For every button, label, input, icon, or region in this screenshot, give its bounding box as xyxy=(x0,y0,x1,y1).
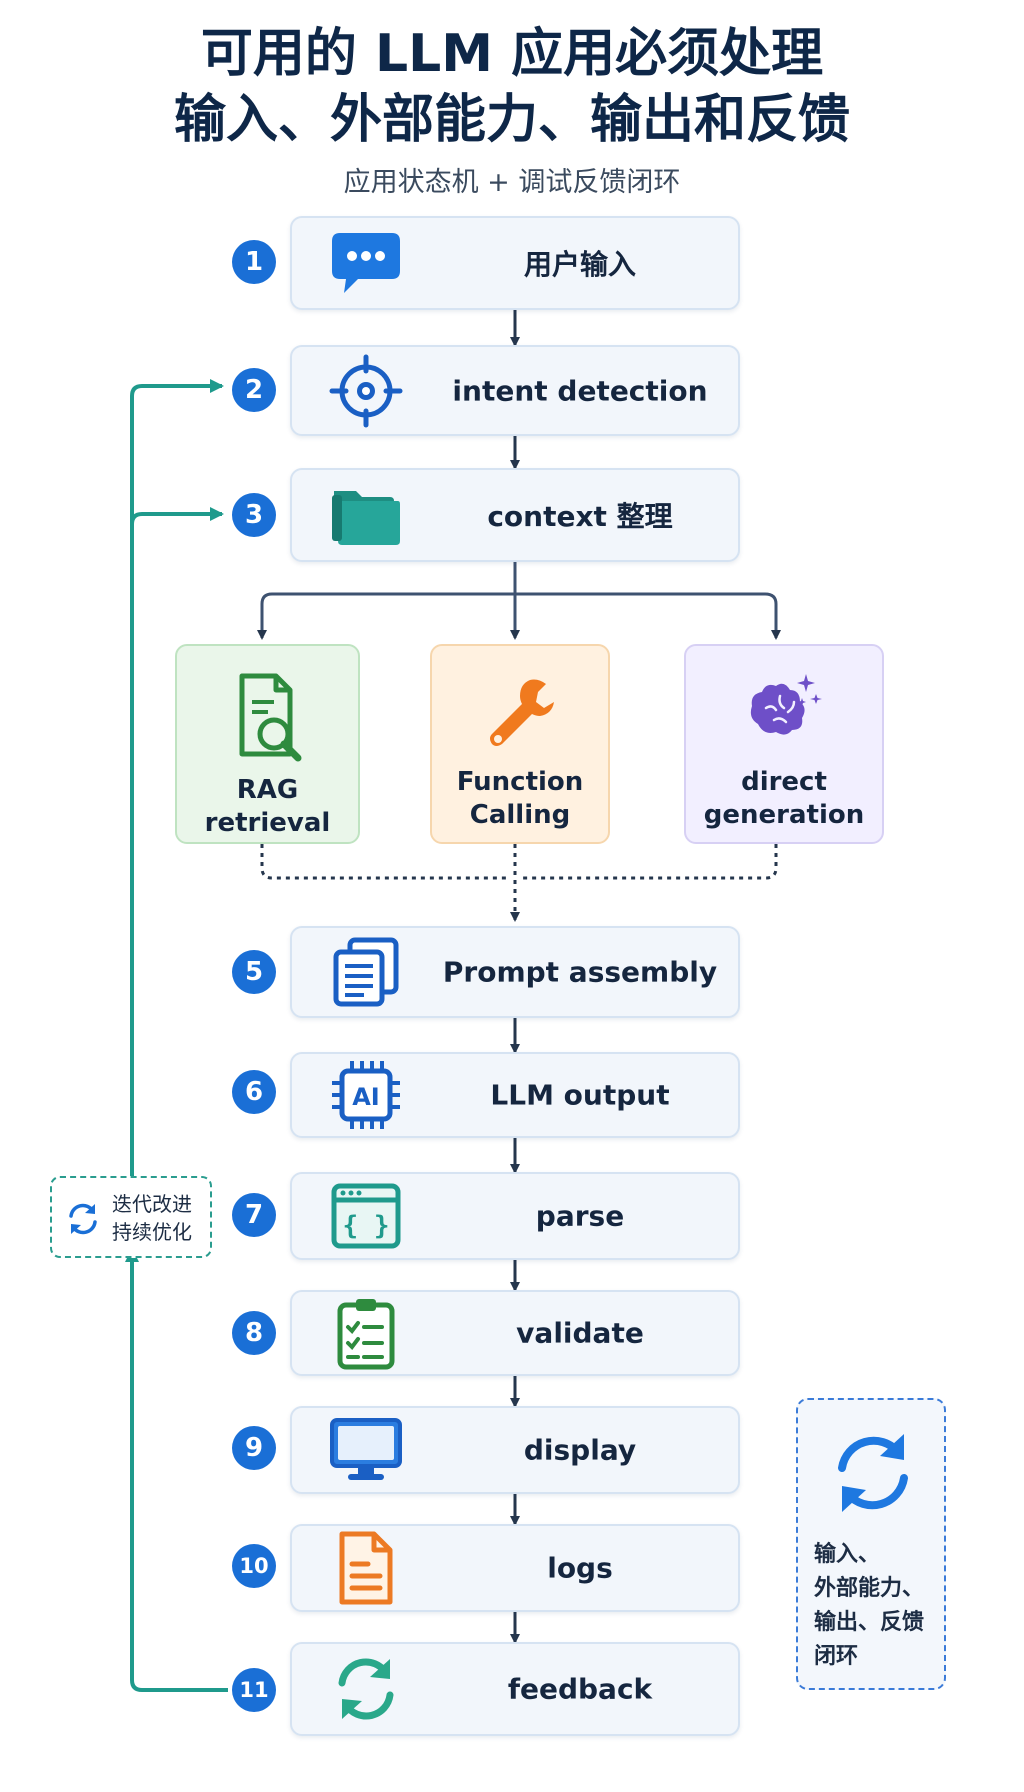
svg-text:AI: AI xyxy=(352,1083,380,1111)
diagram-title-line2: 输入、外部能力、输出和反馈 xyxy=(173,90,850,150)
step-number-7: 7 xyxy=(232,1193,276,1237)
step-number-11: 11 xyxy=(232,1668,276,1712)
branch-merge-lines xyxy=(260,844,778,922)
step-feedback: feedback xyxy=(290,1642,740,1736)
documents-icon xyxy=(328,934,404,1010)
step-context-organize: context 整理 xyxy=(290,468,740,562)
branch-direct-generation: direct generation xyxy=(684,644,884,844)
step-number-5: 5 xyxy=(232,950,276,994)
wrench-icon xyxy=(480,668,560,768)
branch-label: RAG retrieval xyxy=(204,775,331,838)
brain-sparkle-icon xyxy=(744,668,824,768)
code-window-icon: { } xyxy=(328,1178,404,1254)
branch-function-calling: Function Calling xyxy=(430,644,610,844)
ai-chip-icon: AI xyxy=(328,1057,404,1133)
diagram-subtitle: 应用状态机 + 调试反馈闭环 xyxy=(343,167,681,198)
step-number-1: 1 xyxy=(232,240,276,284)
step-prompt-assembly: Prompt assembly xyxy=(290,926,740,1018)
svg-text:{ }: { } xyxy=(343,1211,390,1241)
step-number-8: 8 xyxy=(232,1311,276,1355)
step-number-9: 9 xyxy=(232,1426,276,1470)
checklist-icon xyxy=(328,1295,404,1371)
step-number-10: 10 xyxy=(232,1544,276,1588)
folder-icon xyxy=(328,477,404,553)
step-validate: validate xyxy=(290,1290,740,1376)
target-icon xyxy=(328,353,404,429)
closed-loop-cycle-icon xyxy=(828,1428,918,1518)
step-display: display xyxy=(290,1406,740,1494)
document-search-icon xyxy=(228,668,308,768)
branch-split-arrows xyxy=(257,562,781,640)
step-label: display xyxy=(523,1433,637,1467)
branch-label: direct generation xyxy=(703,767,865,830)
step-intent-detection: intent detection xyxy=(290,345,740,436)
loop-note-line1: 迭代改进 xyxy=(112,1192,192,1216)
chat-bubble-icon xyxy=(328,225,404,301)
refresh-icon xyxy=(328,1651,404,1727)
step-label: LLM output xyxy=(490,1078,670,1112)
step-logs: logs xyxy=(290,1524,740,1612)
step-label: validate xyxy=(516,1316,644,1350)
branch-rag-retrieval: RAG retrieval xyxy=(175,644,360,844)
step-label: logs xyxy=(547,1551,613,1585)
log-file-icon xyxy=(328,1530,404,1606)
step-label: feedback xyxy=(507,1672,653,1706)
feedback-loop-lines xyxy=(125,379,228,1692)
side-note-line2: 外部能力、 xyxy=(814,1576,925,1601)
side-note-line3: 输出、反馈 xyxy=(814,1610,925,1635)
side-note-line4: 闭环 xyxy=(814,1644,859,1669)
step-label: context 整理 xyxy=(487,500,673,533)
cycle-icon xyxy=(64,1200,102,1238)
loop-note-line2: 持续优化 xyxy=(112,1220,192,1244)
closed-loop-note: 输入、 外部能力、 输出、反馈 闭环 xyxy=(796,1398,946,1690)
monitor-icon xyxy=(328,1412,404,1488)
diagram-title-line1: 可用的 LLM 应用必须处理 xyxy=(200,24,824,84)
step-label: 用户输入 xyxy=(523,248,636,281)
iteration-loop-note: 迭代改进 持续优化 xyxy=(50,1176,212,1258)
step-parse: { } parse xyxy=(290,1172,740,1260)
step-number-2: 2 xyxy=(232,368,276,412)
step-number-6: 6 xyxy=(232,1070,276,1114)
side-note-line1: 输入、 xyxy=(814,1542,881,1567)
step-label: parse xyxy=(535,1199,625,1233)
branch-label: Function Calling xyxy=(456,767,584,830)
step-number-3: 3 xyxy=(232,493,276,537)
step-user-input: 用户输入 xyxy=(290,216,740,310)
step-llm-output: AI LLM output xyxy=(290,1052,740,1138)
step-label: intent detection xyxy=(452,374,708,407)
step-label: Prompt assembly xyxy=(442,955,718,989)
